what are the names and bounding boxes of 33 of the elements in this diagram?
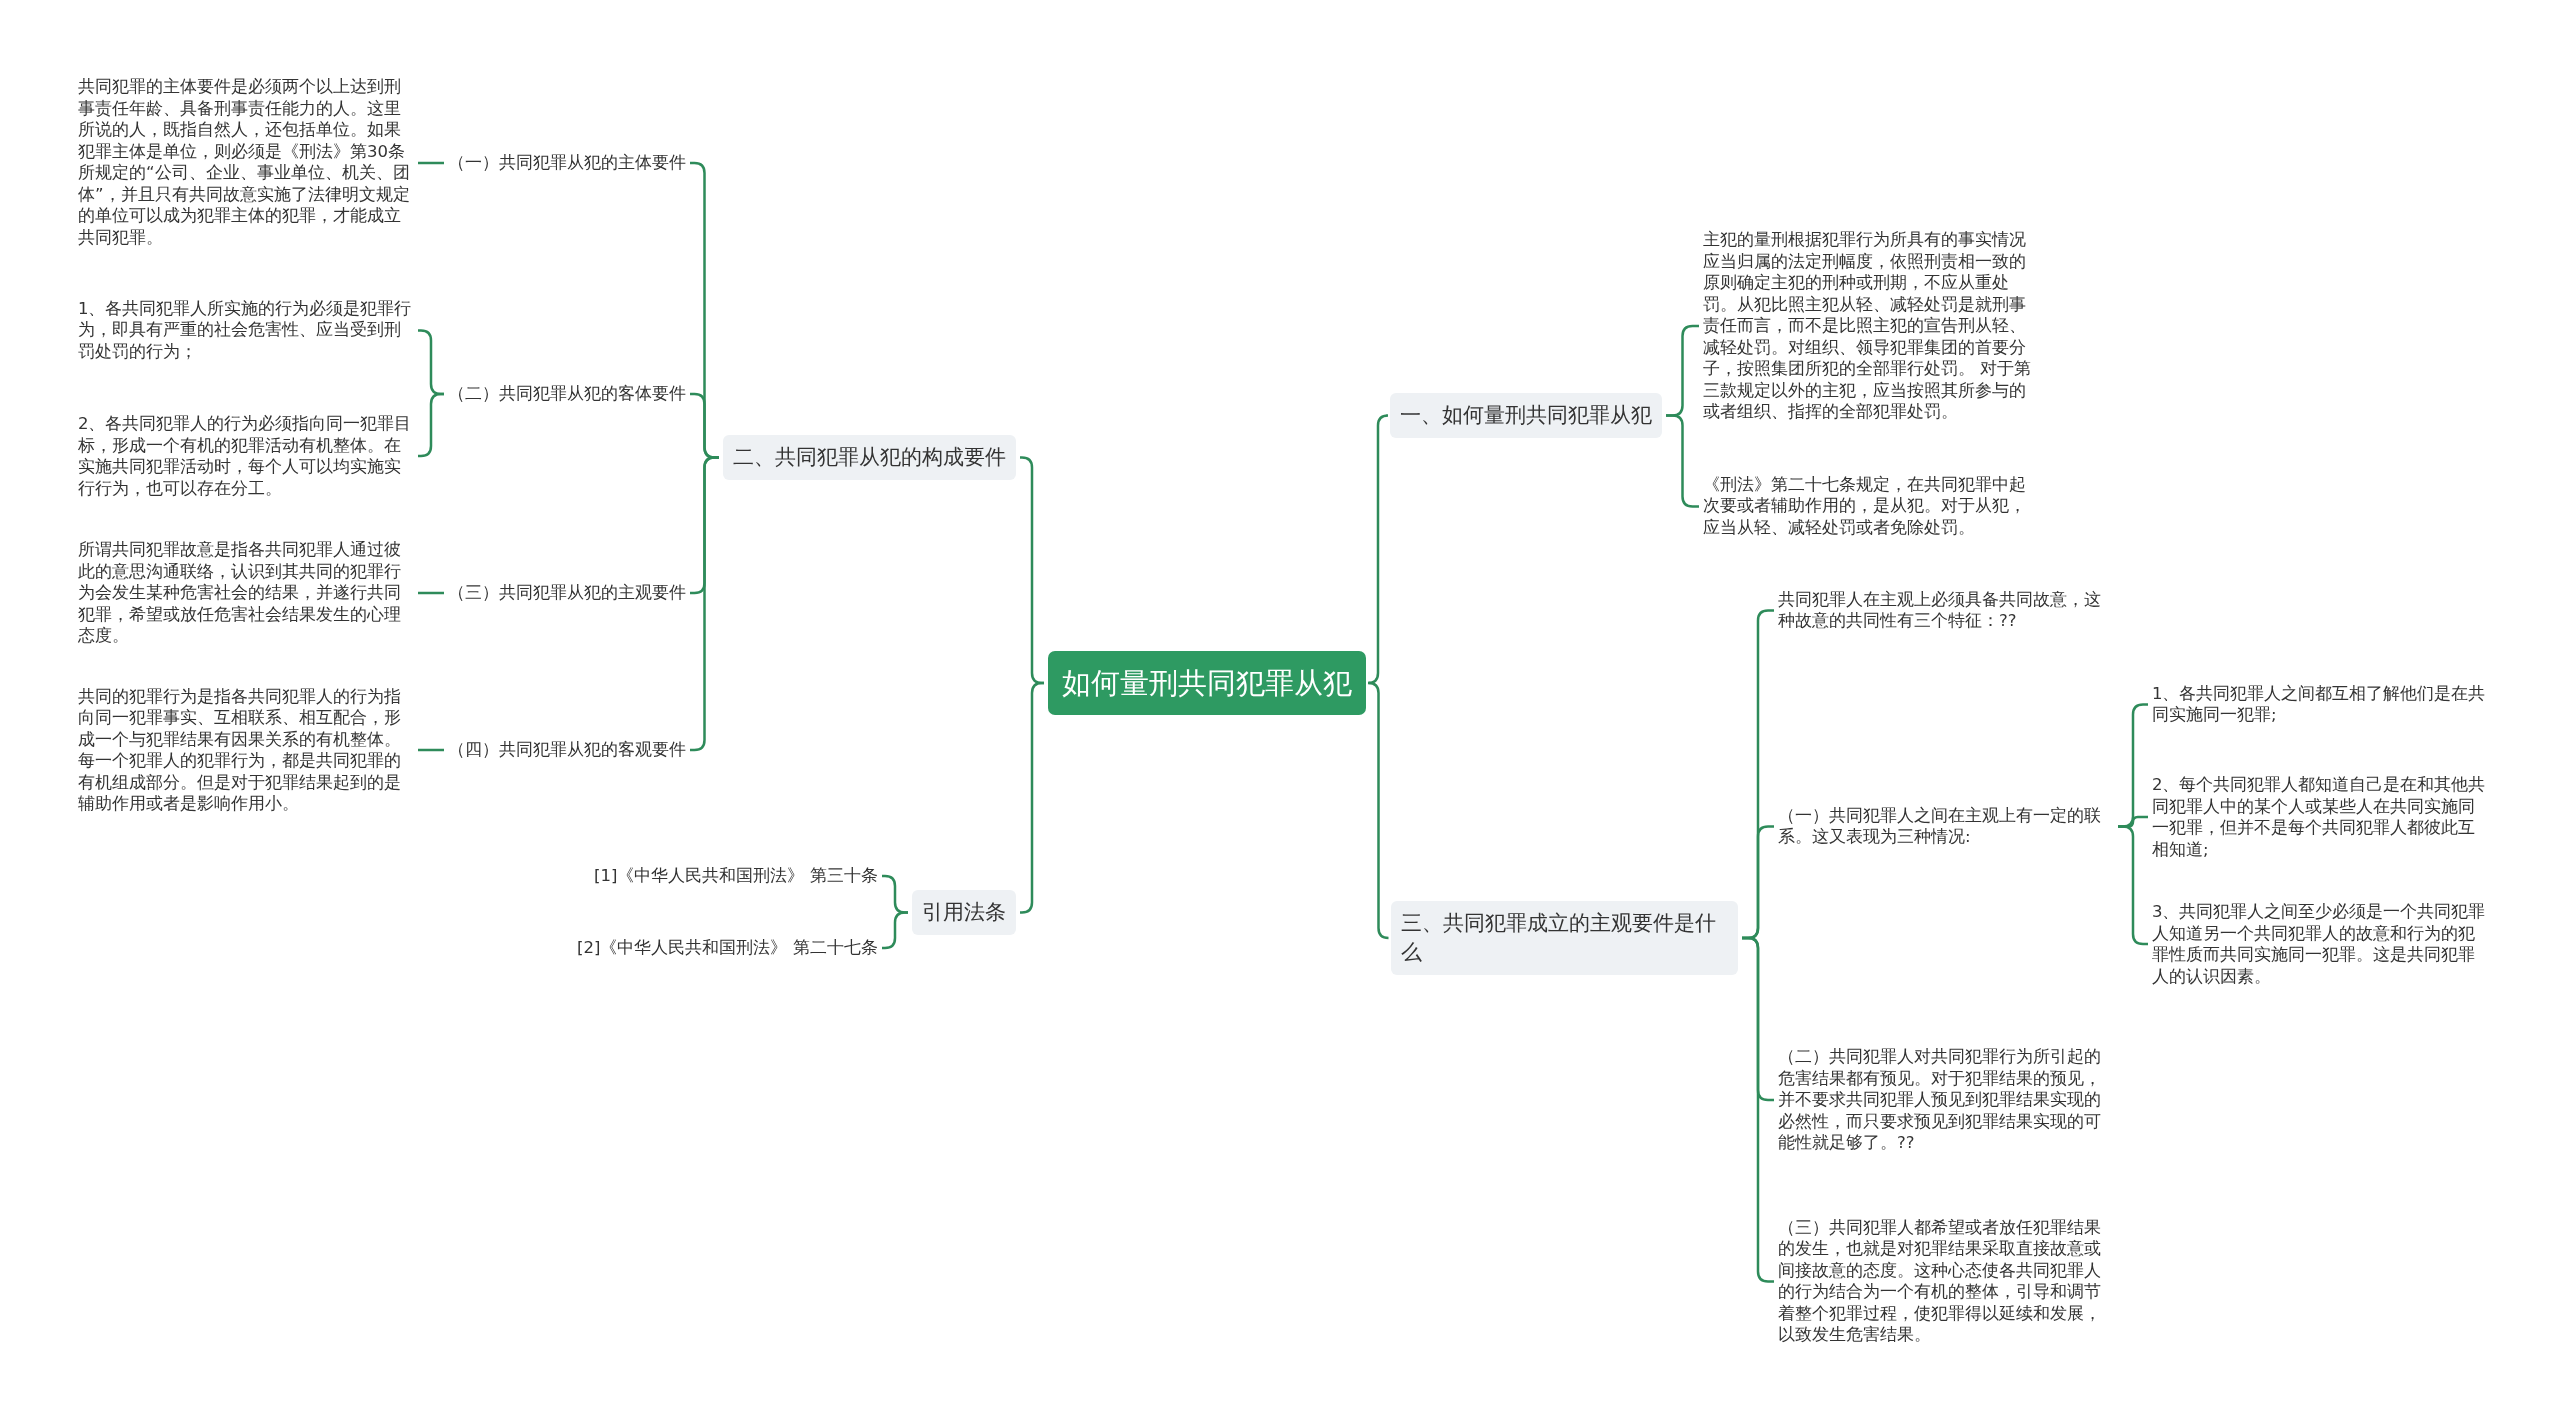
note-text: （一）共同犯罪人之间在主观上有一定的联系。这又表现为三种情况: xyxy=(1778,804,2114,848)
connector xyxy=(1367,681,1390,940)
note-text: 共同犯罪的主体要件是必须两个以上达到刑事责任年龄、具备刑事责任能力的人。这里所说的人，既指自然人，还包括单位。如果犯罪主体是单位，则必须是《刑法》第30条所规定的“公司、企业、事业单位、机关、团体”，并且只有共同故意实施了法律明文规定的单位可以成为犯罪主体的犯罪，才能成立共同犯罪。 xyxy=(78,76,414,248)
topic-box: 二、共同犯罪从犯的构成要件 xyxy=(723,434,1016,480)
topic-box: 引用法条 xyxy=(912,889,1016,935)
note-text: 所谓共同犯罪故意是指各共同犯罪人通过彼此的意思沟通联络，认识到其共同的犯罪行为会发生某种危害社会的结果，并遂行共同犯罪，希望或放任危害社会结果发生的心理态度。 xyxy=(78,539,414,647)
note-text: 主犯的量刑根据犯罪行为所具有的事实情况应当归属的法定刑幅度，依照刑责相一致的原则确定主犯的刑种或刑期，不应从重处罚。从犯比照主犯从轻、减轻处罚是就刑事责任而言，而不是比照主犯的宣告刑从轻、减轻处罚。对组织、领导犯罪集团的首要分子，按照集团所犯的全部罪行处罚。 对于第三款规定以外的主犯，应当按照其所参与的或者组织、指挥的全部犯罪处罚。 xyxy=(1703,229,2039,423)
connector xyxy=(882,911,908,950)
subtopic-text: [2]《中华人民共和国刑法》 第二十七条 xyxy=(577,937,878,959)
note-text: 1、各共同犯罪人之间都互相了解他们是在共同实施同一犯罪; xyxy=(2152,682,2488,726)
note-text: 2、每个共同犯罪人都知道自己是在和其他共同犯罪人中的某个人或某些人在共同实施同一犯罪，但并不是每个共同犯罪人都彼此互相知道; xyxy=(2152,774,2488,860)
connector xyxy=(418,748,444,752)
note-text: （三）共同犯罪人都希望或者放任犯罪结果的发生，也就是对犯罪结果采取直接故意或间接故意的态度。这种心态使各共同犯罪人的行为结合为一个有机的整体，引导和调节着整个犯罪过程，使犯罪得以延续和发展，以致发生危害结果。 xyxy=(1778,1216,2114,1346)
connector xyxy=(418,392,444,458)
note-text: 共同的犯罪行为是指各共同犯罪人的行为指向同一犯罪事实、互相联系、相互配合，形成一个与犯罪结果有因果关系的有机整体。每一个犯罪人的犯罪行为，都是共同犯罪的有机组成部分。但是对于犯罪结果起到的是辅助作用或者是影响作用小。 xyxy=(78,685,414,815)
central-topic: 如何量刑共同犯罪从犯 xyxy=(1048,651,1366,715)
connector xyxy=(1366,414,1390,685)
note-text: （二）共同犯罪人对共同犯罪行为所引起的危害结果都有预见。对于犯罪结果的预见，并不要求共同犯罪人预见到犯罪结果实现的必然性，而只要求预见到犯罪结果实现的可能性就足够了。?? xyxy=(1778,1046,2114,1154)
subtopic-text: （一）共同犯罪从犯的主体要件 xyxy=(448,152,686,174)
note-text: 3、共同犯罪人之间至少必须是一个共同犯罪人知道另一个共同犯罪人的故意和行为的犯罪性质而共同实施同一犯罪。这是共同犯罪人的认识因素。 xyxy=(2152,901,2488,987)
topic-box: 三、共同犯罪成立的主观要件是什么 xyxy=(1391,901,1738,975)
subtopic-text: （三）共同犯罪从犯的主观要件 xyxy=(448,582,686,604)
topic-box: 一、如何量刑共同犯罪从犯 xyxy=(1390,392,1662,438)
note-text: 《刑法》第二十七条规定，在共同犯罪中起次要或者辅助作用的，是从犯。对于从犯，应当从轻、减轻处罚或者免除处罚。 xyxy=(1703,473,2039,538)
connector xyxy=(1020,681,1044,914)
note-text: 2、各共同犯罪人的行为必须指向同一犯罪目标，形成一个有机的犯罪活动有机整体。在实施共同犯罪活动时，每个人可以均实施实行行为，也可以存在分工。 xyxy=(78,413,414,499)
note-text: 共同犯罪人在主观上必须具备共同故意，这种故意的共同性有三个特征：?? xyxy=(1778,588,2114,632)
connector xyxy=(418,591,444,595)
subtopic-text: [1]《中华人民共和国刑法》 第三十条 xyxy=(594,865,878,887)
note-text: 1、各共同犯罪人所实施的行为必须是犯罪行为，即具有严重的社会危害性、应当受到刑罚处罚的行为； xyxy=(78,297,414,362)
connector xyxy=(418,161,444,165)
subtopic-text: （二）共同犯罪从犯的客体要件 xyxy=(448,383,686,405)
subtopic-text: （四）共同犯罪从犯的客观要件 xyxy=(448,739,686,761)
